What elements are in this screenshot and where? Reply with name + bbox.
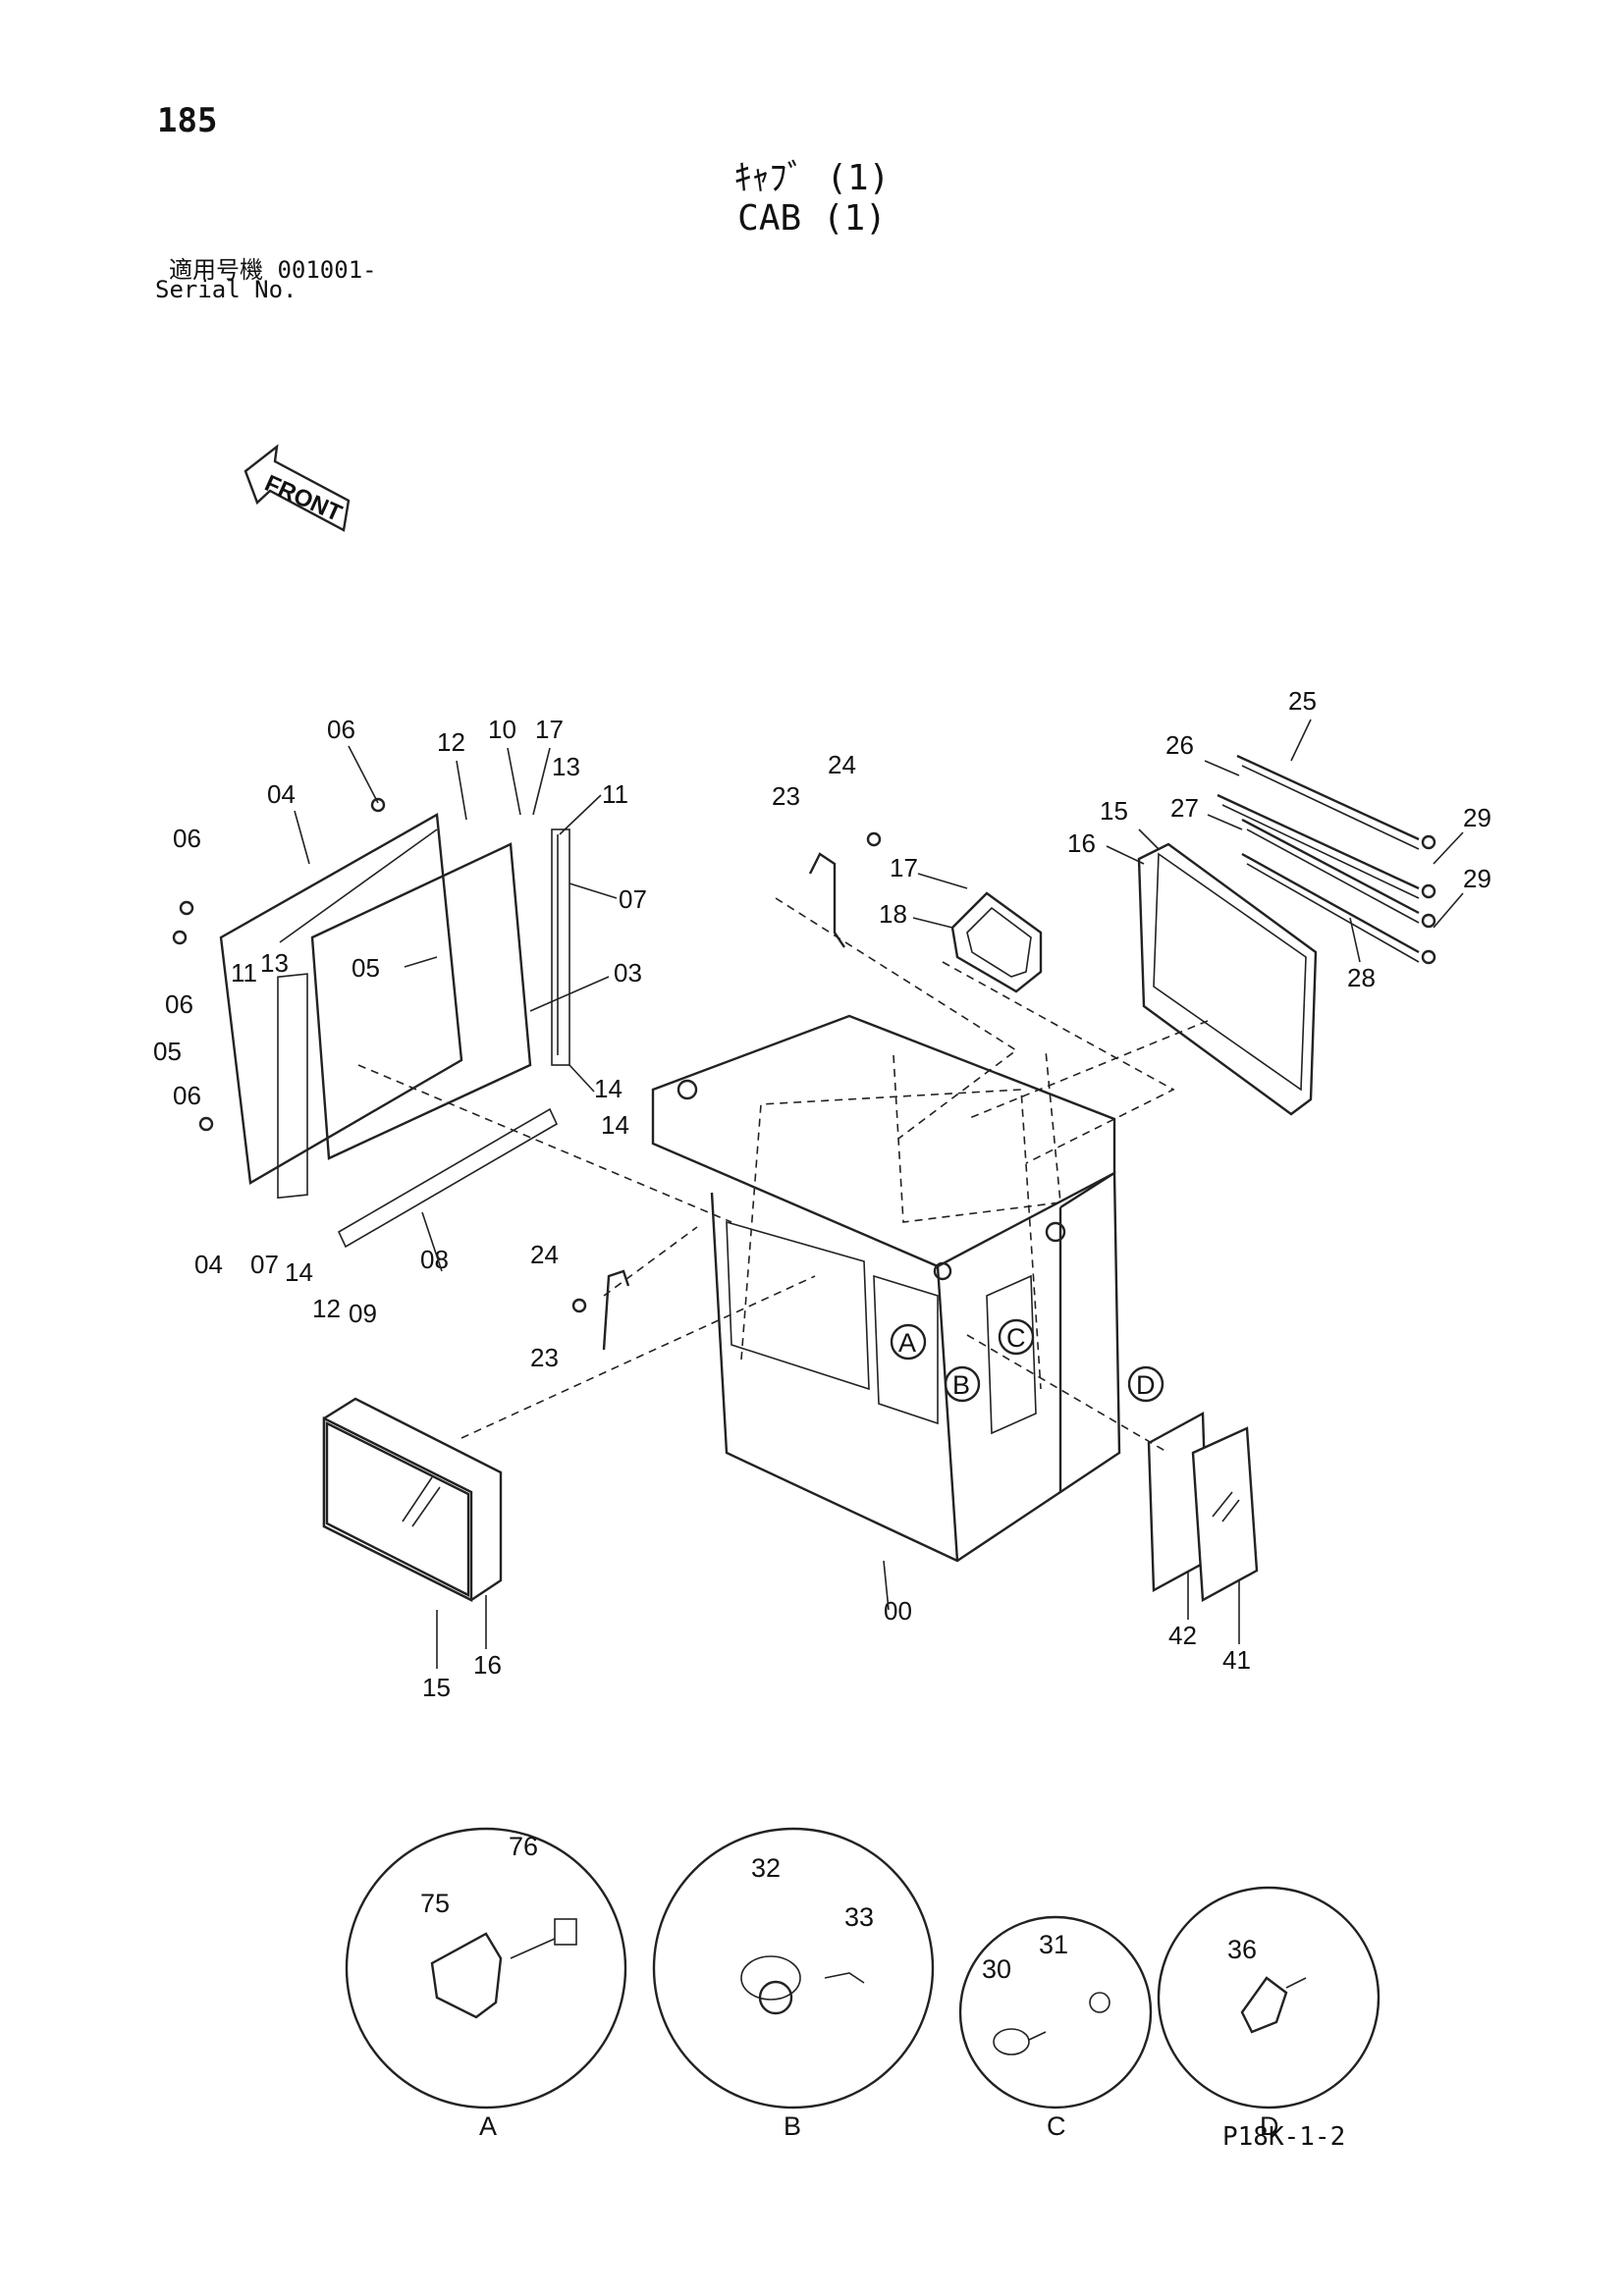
part-label: 15 (1100, 796, 1128, 826)
detail-a-part-1: 75 (420, 1889, 450, 1918)
part-label: 11 (231, 958, 257, 988)
page-code: P18K-1-2 (1222, 2122, 1346, 2152)
part-label: 06 (173, 1081, 201, 1110)
part-label: 06 (165, 989, 193, 1019)
part-label: 42 (1168, 1621, 1197, 1650)
detail-label-b: B (784, 2111, 801, 2141)
title-english: CAB (1) (737, 198, 887, 239)
front-arrow-icon: FRONT (244, 444, 351, 532)
part-label: 07 (619, 884, 647, 914)
part-label: 24 (530, 1240, 559, 1269)
part-label: 06 (327, 715, 355, 744)
lower-left-window (322, 1397, 503, 1602)
detail-markers: A B C D (890, 1318, 1164, 1403)
part-label: 10 (488, 715, 516, 744)
detail-marker-a: A (898, 1328, 916, 1358)
detail-c-part-1: 30 (982, 1954, 1011, 1984)
part-label: 24 (828, 750, 856, 779)
part-label: 04 (267, 779, 296, 809)
detail-label-a: A (479, 2111, 497, 2141)
cab-body (651, 1014, 1121, 1563)
part-label: 13 (552, 752, 580, 781)
part-label: 12 (312, 1294, 341, 1323)
detail-c-part-2: 31 (1039, 1930, 1068, 1959)
detail-views: A 75 76 B 32 33 C 30 31 D 36 (345, 1827, 1380, 2141)
part-label: 17 (535, 715, 564, 744)
detail-b-part-2: 33 (844, 1902, 874, 1932)
detail-marker-c: C (1006, 1323, 1026, 1353)
part-label: 09 (349, 1299, 377, 1328)
left-door-assembly (172, 797, 570, 1249)
part-label: 12 (437, 727, 465, 757)
serial-label-english: Serial No. (155, 276, 298, 303)
part-label: 23 (772, 781, 800, 811)
lower-right-window (1147, 1412, 1259, 1602)
grab-handles (571, 831, 882, 1351)
part-label: 23 (530, 1343, 559, 1372)
part-label: 27 (1170, 793, 1199, 823)
front-arrow-label: FRONT (261, 470, 347, 527)
part-label: 11 (602, 779, 628, 809)
part-label: 14 (285, 1257, 313, 1287)
detail-label-c: C (1047, 2111, 1066, 2141)
part-label: 14 (594, 1074, 623, 1103)
page-number: 185 (157, 101, 218, 140)
detail-d-part-1: 36 (1227, 1935, 1257, 1964)
right-window-assembly (1137, 754, 1436, 1116)
part-label: 16 (1067, 828, 1096, 858)
part-labels: 06 04 12 10 17 13 11 06 13 11 07 05 03 0… (153, 686, 1491, 1702)
part-label: 06 (173, 824, 201, 853)
part-label: 25 (1288, 686, 1317, 716)
part-label: 03 (614, 958, 642, 988)
part-label: 29 (1463, 864, 1491, 893)
detail-marker-d: D (1136, 1370, 1156, 1400)
part-label: 18 (879, 899, 907, 929)
leader-lines (357, 897, 1209, 1454)
hatch-window (950, 891, 1043, 993)
part-label: 17 (890, 853, 918, 882)
detail-a-part-2: 76 (509, 1832, 538, 1861)
serial-label-japanese: 適用号機 001001- (169, 256, 377, 284)
detail-label-d: D (1260, 2111, 1279, 2141)
part-label: 26 (1165, 730, 1194, 760)
part-label: 05 (153, 1037, 182, 1066)
part-label: 16 (473, 1650, 502, 1680)
detail-marker-b: B (952, 1370, 970, 1400)
part-label: 07 (250, 1250, 279, 1279)
part-label: 15 (422, 1673, 451, 1702)
part-label: 04 (194, 1250, 223, 1279)
part-label: 29 (1463, 803, 1491, 832)
part-label: 13 (260, 948, 289, 978)
detail-b-part-1: 32 (751, 1853, 781, 1883)
part-label: 14 (601, 1110, 629, 1140)
title-japanese: ｷｬﾌﾞ (1) (733, 158, 891, 198)
part-label: 41 (1222, 1645, 1251, 1675)
callout-leaders (294, 719, 1464, 1669)
part-label: 28 (1347, 963, 1376, 992)
part-label: 05 (352, 953, 380, 983)
